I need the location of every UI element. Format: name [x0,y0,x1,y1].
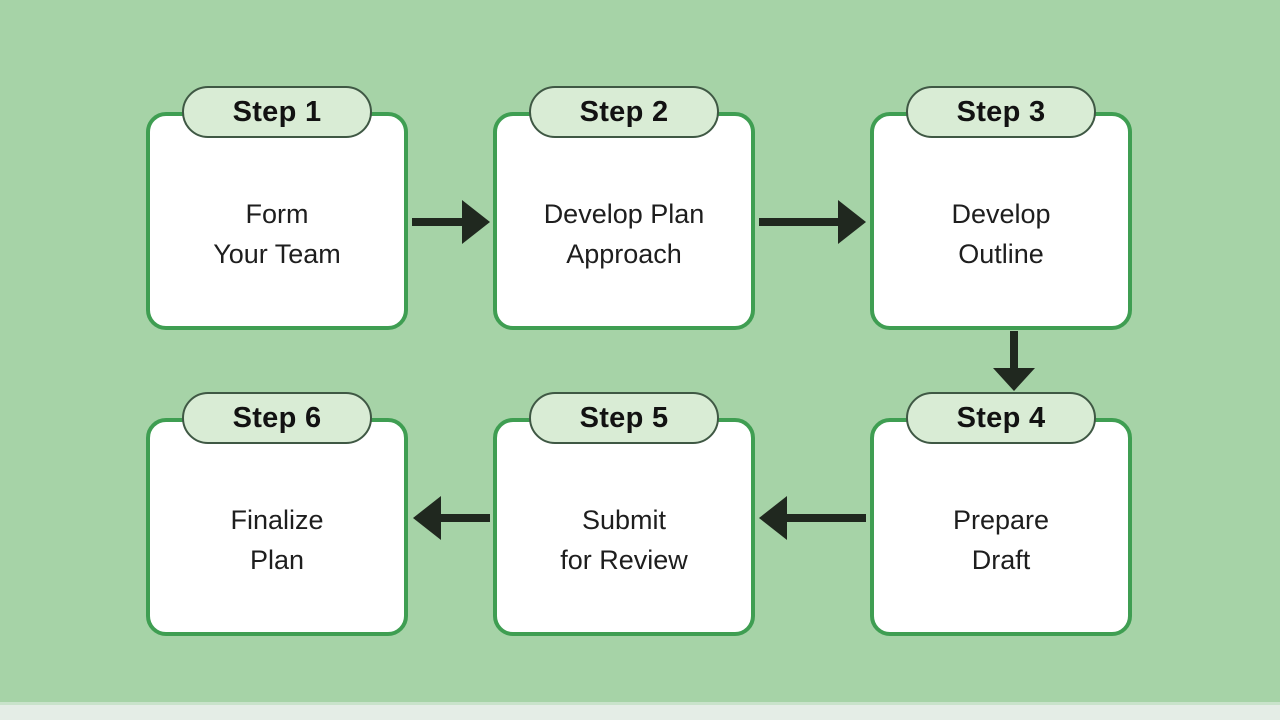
step-1-text-line-2: Your Team [213,239,341,269]
step-5-group: Step 5 Submit for Review [493,392,755,636]
step-6-badge-label: Step 6 [232,401,322,434]
step-2-text-line-2: Approach [566,239,682,269]
arrow-head-down-icon [993,368,1035,391]
step-4-badge: Step 4 [906,392,1096,444]
step-2-badge: Step 2 [529,86,719,138]
arrow-shaft [759,218,840,226]
step-6-card: Finalize Plan [146,418,408,636]
step-1-group: Step 1 Form Your Team [146,86,408,330]
footer-strip [0,702,1280,720]
step-3-text-line-1: Develop [951,199,1051,229]
arrow-head-right-icon [462,200,490,244]
step-3-badge: Step 3 [906,86,1096,138]
step-5-text-line-1: Submit [581,505,667,535]
step-4-text-line-1: Prepare [952,505,1050,535]
arrow-step4-to-step5-icon [759,496,866,540]
step-5-badge: Step 5 [529,392,719,444]
arrow-shaft [1010,331,1018,369]
arrow-step3-to-step4-icon [993,331,1035,391]
step-2-card: Develop Plan Approach [493,112,755,330]
arrow-head-left-icon [413,496,441,540]
step-4-group: Step 4 Prepare Draft [870,392,1132,636]
arrow-head-right-icon [838,200,866,244]
step-6-badge: Step 6 [182,392,372,444]
arrow-head-left-icon [759,496,787,540]
step-3-badge-label: Step 3 [956,95,1046,128]
step-5-badge-label: Step 5 [579,401,669,434]
arrow-shaft [439,514,490,522]
step-1-badge: Step 1 [182,86,372,138]
step-2-text-line-1: Develop Plan [543,199,705,229]
step-4-card: Prepare Draft [870,418,1132,636]
arrow-step2-to-step3-icon [759,200,866,244]
step-3-group: Step 3 Develop Outline [870,86,1132,330]
step-5-text-line-2: for Review [560,545,688,575]
step-5-card: Submit for Review [493,418,755,636]
arrow-shaft [412,218,464,226]
step-1-badge-label: Step 1 [232,95,322,128]
step-2-badge-label: Step 2 [579,95,669,128]
step-1-card: Form Your Team [146,112,408,330]
step-6-group: Step 6 Finalize Plan [146,392,408,636]
step-1-text-line-1: Form [245,199,309,229]
step-2-group: Step 2 Develop Plan Approach [493,86,755,330]
step-4-text-line-2: Draft [971,545,1031,575]
step-6-text-line-1: Finalize [230,505,324,535]
arrow-step1-to-step2-icon [412,200,490,244]
arrow-step5-to-step6-icon [413,496,490,540]
step-6-text-line-2: Plan [249,545,305,575]
step-3-card: Develop Outline [870,112,1132,330]
step-3-text-line-2: Outline [958,239,1044,269]
arrow-shaft [785,514,866,522]
step-4-badge-label: Step 4 [956,401,1046,434]
